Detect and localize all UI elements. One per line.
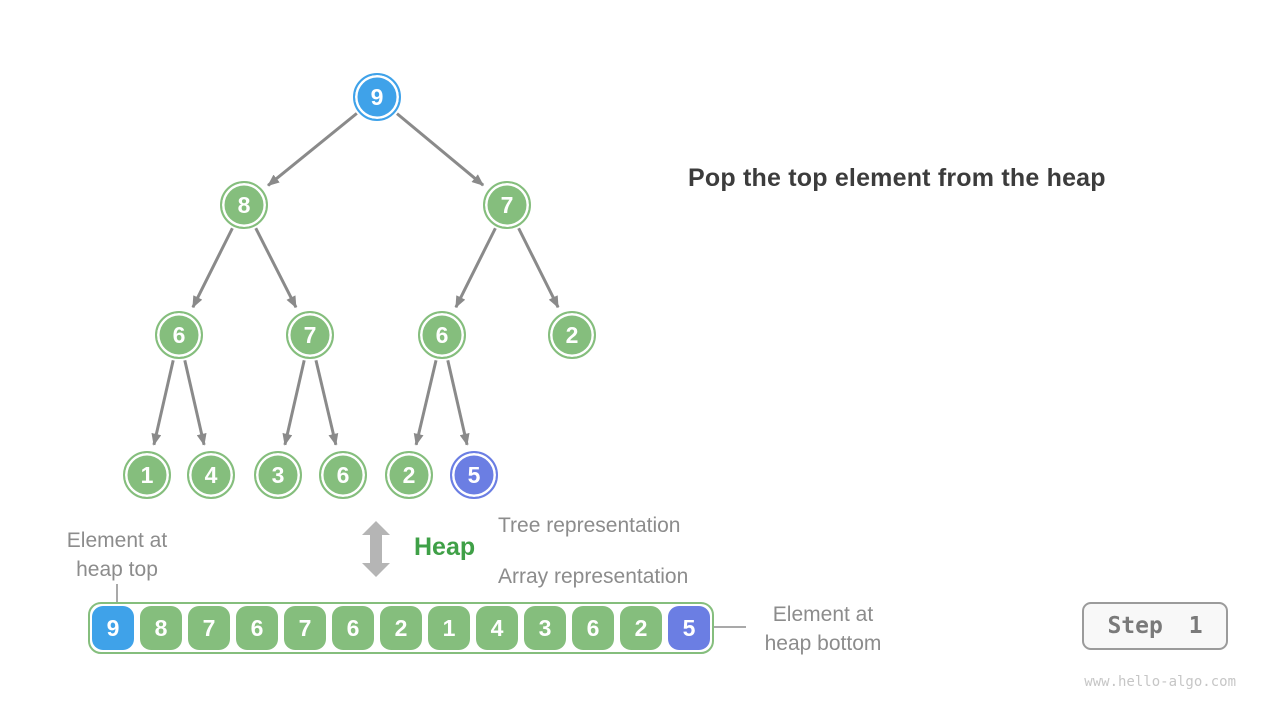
figure-title: Pop the top element from the heap: [688, 164, 1106, 192]
array-representation-label: Array representation: [498, 565, 689, 588]
heap-top-annotation-line1: Element at: [66, 529, 168, 552]
tree-edge-arrow: [446, 360, 470, 446]
tree-node: 6: [418, 311, 466, 359]
heap-top-annotation-line2: heap top: [76, 558, 158, 581]
array-cell: 5: [668, 606, 710, 650]
tree-edge-arrow: [517, 227, 560, 309]
array-cell: 7: [188, 606, 230, 650]
array-cell: 2: [380, 606, 422, 650]
tree-node: 7: [483, 181, 531, 229]
array-cell: 1: [428, 606, 470, 650]
tree-edge-arrow: [314, 359, 339, 446]
tree-representation-label: Tree representation: [498, 514, 681, 537]
tree-edge-arrow: [396, 112, 485, 187]
tree-node: 3: [254, 451, 302, 499]
array-cell: 6: [236, 606, 278, 650]
array-cell: 4: [476, 606, 518, 650]
array-cell: 8: [140, 606, 182, 650]
tree-node: 5: [450, 451, 498, 499]
tree-edge-arrow: [183, 360, 207, 446]
heap-bottom-connector-line: [714, 626, 746, 628]
tree-node: 1: [123, 451, 171, 499]
heap-top-connector-line: [116, 584, 118, 603]
array-cell: 7: [284, 606, 326, 650]
double-vertical-arrow-icon: [362, 521, 390, 577]
heap-label: Heap: [414, 533, 476, 561]
tree-edge-arrow: [267, 112, 358, 187]
tree-edge-arrow: [254, 227, 298, 309]
tree-node: 2: [548, 311, 596, 359]
array-cell: 6: [572, 606, 614, 650]
array-cell: 6: [332, 606, 374, 650]
watermark: www.hello-algo.com: [1084, 674, 1236, 690]
tree-edge-arrow: [191, 227, 234, 309]
tree-node: 2: [385, 451, 433, 499]
array-cell: 2: [620, 606, 662, 650]
tree-node: 8: [220, 181, 268, 229]
tree-edge-arrow: [454, 227, 497, 309]
array-cell: 3: [524, 606, 566, 650]
array-cell: 9: [92, 606, 134, 650]
tree-edge-arrow: [282, 360, 306, 446]
heap-bottom-annotation-line2: heap bottom: [764, 632, 882, 655]
step-badge: Step 1: [1082, 602, 1228, 650]
tree-node: 9: [353, 73, 401, 121]
tree-edge-arrow: [151, 360, 175, 446]
heap-bottom-annotation-line1: Element at: [772, 603, 874, 626]
tree-node: 6: [319, 451, 367, 499]
heap-bottom-annotation: Element at heap bottom: [752, 600, 894, 658]
tree-node: 4: [187, 451, 235, 499]
tree-node: 6: [155, 311, 203, 359]
tree-node: 7: [286, 311, 334, 359]
tree-edge-arrow: [413, 359, 438, 446]
heap-top-annotation: Element at heap top: [40, 526, 194, 584]
